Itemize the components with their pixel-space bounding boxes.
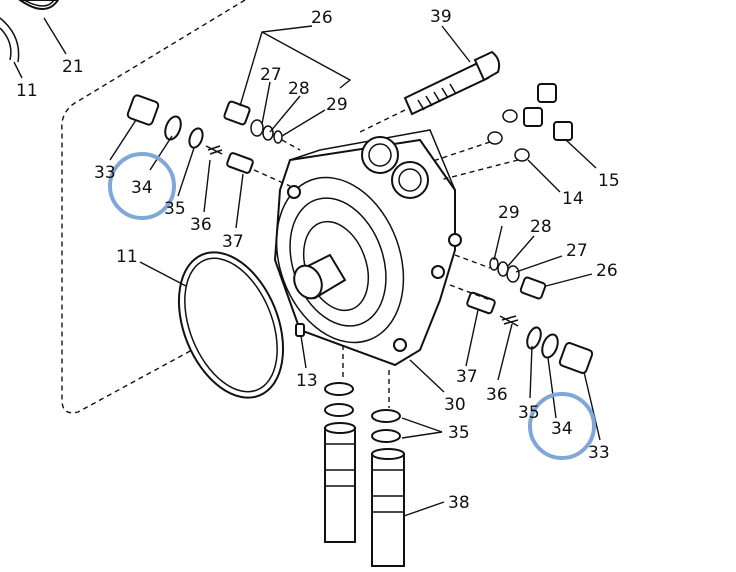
label-27-top: 27 bbox=[260, 65, 282, 85]
label-21: 21 bbox=[62, 57, 84, 77]
leader-lines bbox=[109, 25, 601, 517]
label-37-right: 37 bbox=[456, 367, 478, 387]
label-26-right: 26 bbox=[596, 261, 618, 281]
dashed-assembly-outline bbox=[61, 0, 263, 414]
label-37-left: 37 bbox=[222, 232, 244, 252]
label-34-left: 34 bbox=[131, 178, 153, 198]
label-33-right: 33 bbox=[588, 443, 610, 463]
leader-11-top bbox=[13, 61, 23, 79]
highlight-circle-34-left bbox=[108, 152, 176, 220]
plugs-15 bbox=[487, 83, 573, 162]
label-28-right: 28 bbox=[530, 217, 552, 237]
part-number-labels: 11 21 26 27 28 29 39 33 34 35 36 37 15 1… bbox=[16, 7, 620, 513]
part-21-partial bbox=[0, 0, 60, 63]
label-35-left: 35 bbox=[164, 199, 186, 219]
label-36-left: 36 bbox=[190, 215, 212, 235]
label-35-bottom: 35 bbox=[448, 423, 470, 443]
spools-38 bbox=[324, 422, 405, 567]
label-39: 39 bbox=[430, 7, 452, 27]
highlight-circle-34-right bbox=[528, 392, 596, 460]
label-15: 15 bbox=[598, 171, 620, 191]
label-38: 38 bbox=[448, 493, 470, 513]
label-35-right: 35 bbox=[518, 403, 540, 423]
left-valve-parts bbox=[126, 94, 283, 174]
pin-13 bbox=[295, 323, 305, 337]
label-27-right: 27 bbox=[566, 241, 588, 261]
label-29-top: 29 bbox=[326, 95, 348, 115]
label-29-right: 29 bbox=[498, 203, 520, 223]
label-26-top: 26 bbox=[311, 8, 333, 28]
label-34-right: 34 bbox=[551, 419, 573, 439]
o-ring-11 bbox=[177, 251, 285, 399]
label-33-left: 33 bbox=[94, 163, 116, 183]
bolt-39 bbox=[403, 50, 501, 116]
motor-housing-30 bbox=[273, 129, 462, 367]
leader-21 bbox=[43, 17, 67, 55]
label-11-left: 11 bbox=[116, 247, 138, 267]
label-11-top: 11 bbox=[16, 81, 38, 101]
bottom-rings-35 bbox=[324, 382, 401, 443]
right-valve-parts bbox=[466, 257, 594, 374]
label-30: 30 bbox=[444, 395, 466, 415]
label-36-right: 36 bbox=[486, 385, 508, 405]
label-13: 13 bbox=[296, 371, 318, 391]
label-14: 14 bbox=[562, 189, 584, 209]
label-28-top: 28 bbox=[288, 79, 310, 99]
